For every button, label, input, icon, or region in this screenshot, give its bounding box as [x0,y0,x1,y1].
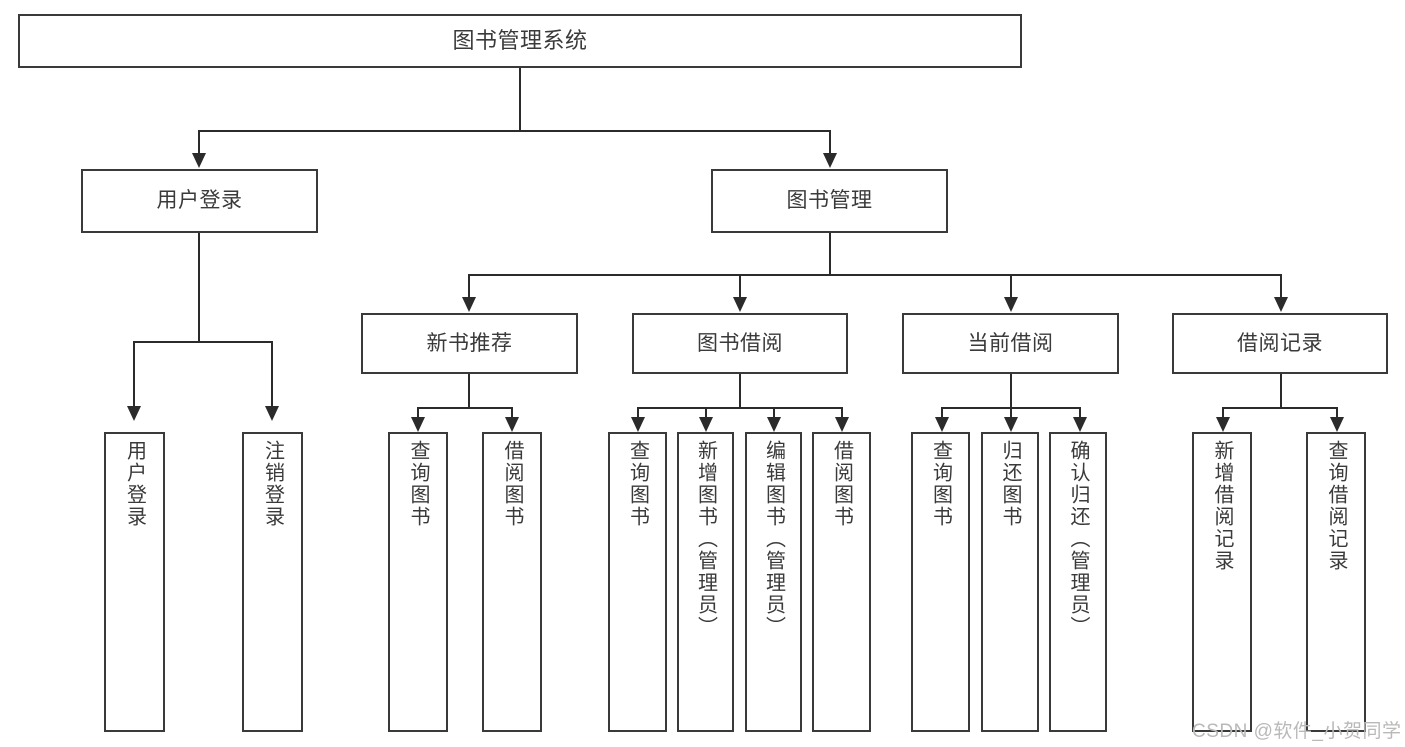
node-leaf-query-book-2-label: 查询图书 [626,440,649,528]
node-leaf-add-record-label: 新增借阅记录 [1211,440,1233,572]
node-leaf-add-record[interactable]: 新增借阅记录 [1192,432,1252,732]
arrowhead-leaf-query-book-1 [411,417,425,432]
connector-leaf-confirm-return [1079,407,1081,419]
node-leaf-edit-book-label: 编辑图书（管理员） [762,440,785,638]
connector-book-manage-stem [829,233,831,275]
node-book-borrow-label: 图书借阅 [697,331,783,355]
node-leaf-borrow-book-2-label: 借阅图书 [830,440,853,528]
node-leaf-query-book-3[interactable]: 查询图书 [911,432,970,732]
connector-to-new-book-rec [468,274,470,299]
arrowhead-user-login [192,153,206,168]
node-root-label: 图书管理系统 [452,27,588,53]
node-leaf-borrow-book-2[interactable]: 借阅图书 [812,432,871,732]
connector-root-bus [198,130,831,132]
connector-root-stem [519,67,521,131]
node-current-borrow[interactable]: 当前借阅 [902,313,1119,374]
node-book-borrow[interactable]: 图书借阅 [632,313,848,374]
node-leaf-query-record-label: 查询借阅记录 [1325,440,1347,572]
connector-leaf-query-book-2 [637,407,639,419]
connector-to-borrow-record [1280,274,1282,299]
connector-leaf-add-record [1222,407,1224,419]
node-leaf-query-book-2[interactable]: 查询图书 [608,432,667,732]
arrowhead-leaf-user-login [127,406,141,421]
connector-leaf-user-login [133,341,135,408]
connector-to-book-manage [829,130,831,155]
connector-borrow-record-stem [1280,374,1282,408]
arrowhead-leaf-confirm-return [1073,417,1087,432]
connector-leaf-query-record [1336,407,1338,419]
node-leaf-user-login-label: 用户登录 [123,440,146,528]
connector-book-borrow-bus [637,407,842,409]
node-book-manage[interactable]: 图书管理 [711,169,948,233]
arrowhead-leaf-edit-book [767,417,781,432]
connector-leaf-query-book-1 [417,407,419,419]
connector-new-book-rec-stem [468,374,470,408]
arrowhead-leaf-query-book-2 [631,417,645,432]
node-leaf-add-book[interactable]: 新增图书（管理员） [677,432,734,732]
arrowhead-book-manage [823,153,837,168]
node-new-book-rec[interactable]: 新书推荐 [361,313,578,374]
arrowhead-new-book-rec [462,297,476,312]
node-leaf-query-book-1-label: 查询图书 [407,440,429,528]
arrowhead-leaf-return-book [1004,417,1018,432]
connector-user-login-stem [198,233,200,275]
node-current-borrow-label: 当前借阅 [967,331,1054,355]
arrowhead-leaf-add-record [1216,417,1230,432]
connector-leaf-return-book [1010,407,1012,419]
connector-leaf-edit-book [773,407,775,419]
node-leaf-confirm-return-label: 确认归还（管理员） [1067,440,1089,638]
node-leaf-borrow-book-1-label: 借阅图书 [501,440,523,528]
node-new-book-rec-label: 新书推荐 [426,331,513,355]
connector-book-manage-bus [468,274,1281,276]
connector-to-current-borrow [1010,274,1012,299]
node-leaf-user-login[interactable]: 用户登录 [104,432,165,732]
node-leaf-return-book[interactable]: 归还图书 [981,432,1039,732]
connector-to-user-login [198,130,200,155]
connector-current-borrow-stem [1010,374,1012,408]
arrowhead-borrow-record [1274,297,1288,312]
node-leaf-query-record[interactable]: 查询借阅记录 [1306,432,1366,732]
arrowhead-current-borrow [1004,297,1018,312]
node-leaf-confirm-return[interactable]: 确认归还（管理员） [1049,432,1107,732]
connector-leaf-query-book-3 [941,407,943,419]
connector-new-book-rec-bus [417,407,513,409]
connector-user-login-drop [198,275,200,342]
node-leaf-borrow-book-1[interactable]: 借阅图书 [482,432,542,732]
connector-book-borrow-stem [739,374,741,408]
arrowhead-leaf-borrow-book-2 [835,417,849,432]
connector-borrow-record-bus [1222,407,1338,409]
node-leaf-logout[interactable]: 注销登录 [242,432,303,732]
connector-leaf-logout [271,341,273,408]
node-leaf-query-book-1[interactable]: 查询图书 [388,432,448,732]
arrowhead-leaf-query-record [1330,417,1344,432]
arrowhead-leaf-borrow-book-1 [505,417,519,432]
node-leaf-query-book-3-label: 查询图书 [929,440,952,528]
arrowhead-leaf-logout [265,406,279,421]
connector-user-login-bus [133,341,272,343]
arrowhead-leaf-add-book [699,417,713,432]
node-root[interactable]: 图书管理系统 [18,14,1022,68]
connector-leaf-borrow-book-1 [511,407,513,419]
node-borrow-record[interactable]: 借阅记录 [1172,313,1388,374]
node-borrow-record-label: 借阅记录 [1237,331,1323,355]
node-user-login-label: 用户登录 [156,189,243,213]
connector-leaf-add-book [705,407,707,419]
node-leaf-return-book-label: 归还图书 [999,440,1021,528]
node-leaf-logout-label: 注销登录 [261,440,284,528]
connector-to-book-borrow [739,274,741,299]
arrowhead-book-borrow [733,297,747,312]
node-user-login[interactable]: 用户登录 [81,169,318,233]
arrowhead-leaf-query-book-3 [935,417,949,432]
connector-leaf-borrow-book-2 [841,407,843,419]
node-leaf-add-book-label: 新增图书（管理员） [694,440,717,638]
node-book-manage-label: 图书管理 [786,189,873,213]
node-leaf-edit-book[interactable]: 编辑图书（管理员） [745,432,802,732]
